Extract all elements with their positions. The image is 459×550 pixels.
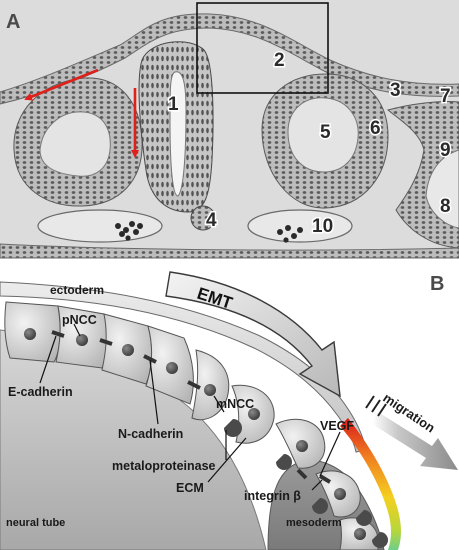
right-vessel-cells xyxy=(277,225,303,243)
migration-arrow xyxy=(372,412,458,470)
integrin-label: integrin β xyxy=(244,489,301,503)
n-cadherin-label: N-cadherin xyxy=(118,427,183,441)
metaloproteinase-label: metaloproteinase xyxy=(112,459,216,473)
cell-nuclei xyxy=(24,328,366,540)
e-cadherin-label: E-cadherin xyxy=(8,385,73,399)
panel-b-letter: B xyxy=(430,273,444,295)
surface-ectoderm xyxy=(0,13,459,105)
vegf-gradient-band xyxy=(340,418,401,550)
metaloproteinase-shapes xyxy=(224,419,388,548)
left-somite-lumen xyxy=(39,111,111,177)
neural-tube-lumen xyxy=(169,71,187,197)
emt-arrow xyxy=(165,271,341,398)
integrin-bars xyxy=(296,468,332,484)
tissue-number-8: 8 xyxy=(440,196,451,217)
leader-lines xyxy=(39,323,341,491)
notochord xyxy=(190,205,216,231)
panel-a-letter: A xyxy=(6,11,20,33)
tissue-number-9: 9 xyxy=(440,140,451,161)
right-vessel xyxy=(247,209,353,243)
mesoderm-label: mesoderm xyxy=(286,517,342,529)
ectoderm-label: ectoderm xyxy=(50,283,104,297)
tissue-number-10: 10 xyxy=(312,216,333,237)
tissue-number-3: 3 xyxy=(390,80,401,101)
mncc-label: mNCC xyxy=(216,397,254,411)
vegf-label: VEGF xyxy=(320,419,354,433)
tissue-number-5: 5 xyxy=(320,122,331,143)
lateral-tissue-cleft xyxy=(425,149,459,229)
neural-tube-label: neural tube xyxy=(6,517,65,529)
cadherin-bars xyxy=(51,330,201,390)
tissue-number-7: 7 xyxy=(440,86,451,107)
zoom-box xyxy=(196,2,329,94)
left-vessel-cells xyxy=(115,221,143,241)
left-vessel xyxy=(37,209,163,243)
panel-a: A 1 2 3 4 5 6 7 8 9 10 xyxy=(0,0,459,259)
ecm-label: ECM xyxy=(176,481,204,495)
tissue-number-1: 1 xyxy=(168,94,179,115)
tissue-number-6: 6 xyxy=(370,118,381,139)
panel-b: B ectoderm EMT pNCC E-cadherin N-cadheri… xyxy=(0,262,459,550)
endoderm-layer xyxy=(0,243,459,259)
right-somite-lumen xyxy=(287,97,359,173)
tissue-number-2: 2 xyxy=(274,50,285,71)
tissue-number-4: 4 xyxy=(206,210,217,231)
pncc-label: pNCC xyxy=(62,313,97,327)
red-arrow-left xyxy=(24,68,99,101)
migration-stripes xyxy=(365,395,387,417)
ectoderm-band xyxy=(0,281,367,453)
